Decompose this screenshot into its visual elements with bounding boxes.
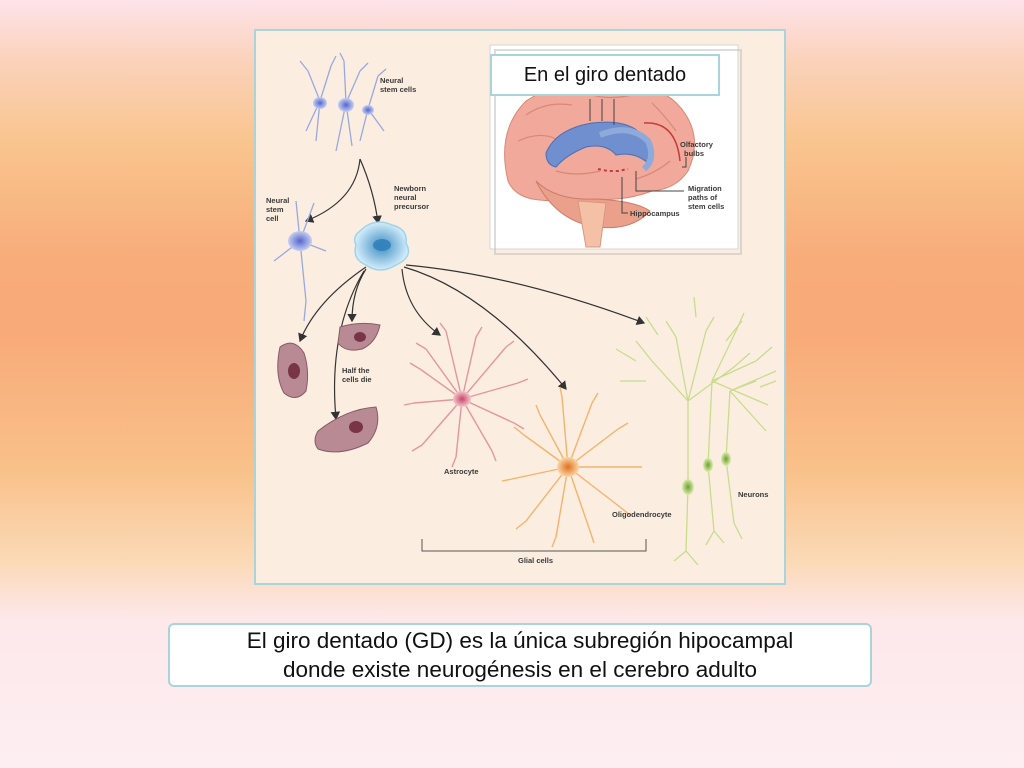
migration-path-arrow: [643, 122, 681, 162]
neurons-illustration: [615, 296, 777, 566]
label-hippocampus: Hippocampus: [630, 209, 680, 218]
arrow-to-stem-cell: [304, 158, 361, 223]
caption-line-1: El giro dentado (GD) es la única subregi…: [246, 628, 794, 653]
label-newborn-2: neural: [394, 193, 417, 202]
label-glial-cells: Glial cells: [518, 556, 553, 565]
neurogenesis-figure: Neural stem cells Neural stem cell Newbo…: [254, 29, 786, 585]
label-newborn-3: precursor: [394, 202, 429, 211]
label-olfactory-1: Olfactory: [680, 140, 714, 149]
inset-title: En el giro dentado: [490, 54, 720, 96]
label-neural-stem-cells-2: stem cells: [380, 85, 416, 94]
caption-box: El giro dentado (GD) es la única subregi…: [168, 623, 872, 687]
neural-stem-cells-illustration: [299, 52, 387, 152]
astrocyte-illustration: [403, 322, 529, 468]
arrow-to-precursor: [359, 158, 382, 225]
label-neural-stem-cell-3: cell: [266, 214, 279, 223]
label-migration-1: Migration: [688, 184, 722, 193]
glial-cells-bracket: [421, 539, 647, 552]
brain-illustration: [504, 80, 695, 248]
label-olfactory-2: bulbs: [684, 149, 704, 158]
neural-stem-cell-illustration: [273, 200, 327, 322]
newborn-precursor-illustration: [353, 221, 410, 271]
label-neural-stem-cell-2: stem: [266, 205, 284, 214]
label-neural-stem-cell-1: Neural: [266, 196, 289, 205]
caption-line-2: donde existe neurogénesis en el cerebro …: [282, 657, 758, 682]
label-newborn-1: Newborn: [394, 184, 427, 193]
label-half-cells-die-2: cells die: [342, 375, 372, 384]
label-oligodendrocyte: Oligodendrocyte: [612, 510, 672, 519]
label-neural-stem-cells-1: Neural: [380, 76, 403, 85]
label-migration-2: paths of: [688, 193, 718, 202]
label-half-cells-die-1: Half the: [342, 366, 370, 375]
dying-cells-illustration: [277, 322, 381, 453]
neurogenesis-diagram: Neural stem cells Neural stem cell Newbo…: [266, 44, 777, 566]
label-astrocyte: Astrocyte: [444, 467, 479, 476]
oligodendrocyte-illustration: [501, 386, 642, 548]
label-neurons: Neurons: [738, 490, 768, 499]
label-migration-3: stem cells: [688, 202, 724, 211]
